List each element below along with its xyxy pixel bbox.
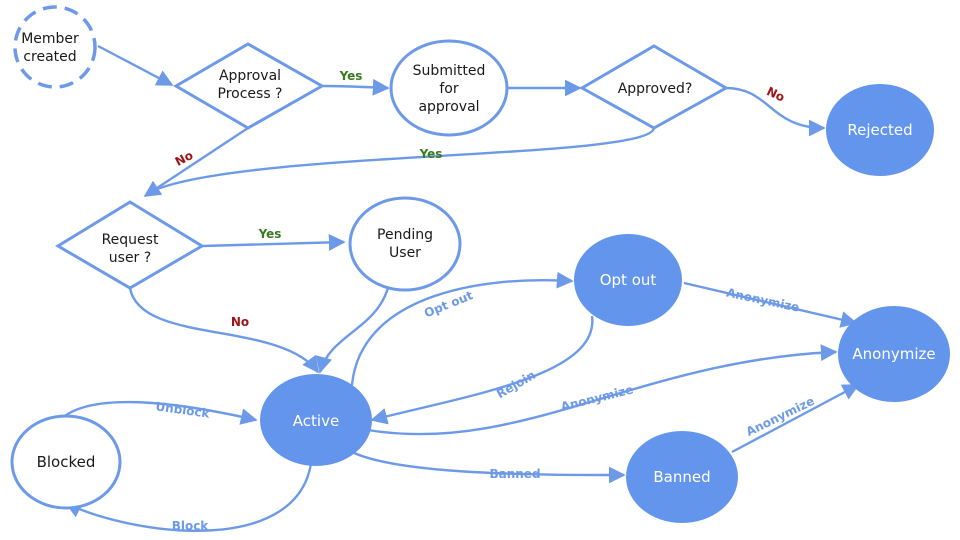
svg-text:Process ?: Process ?	[218, 86, 283, 102]
node-opt-out: Opt out	[574, 234, 682, 326]
svg-text:Active: Active	[293, 412, 339, 430]
svg-text:Request: Request	[102, 232, 159, 248]
svg-text:Member: Member	[21, 31, 79, 47]
edge-blocked-to-active	[61, 400, 258, 425]
svg-text:Opt out: Opt out	[600, 271, 657, 289]
edge-approval-to-request	[143, 126, 249, 198]
svg-text:created: created	[23, 49, 76, 65]
svg-text:user ?: user ?	[109, 250, 151, 266]
edge-approved-to-request	[149, 127, 656, 194]
node-rejected: Rejected	[826, 84, 934, 176]
node-anonymize: Anonymize	[838, 306, 950, 402]
edge-pending-to-active	[315, 287, 390, 374]
label-request-no: No	[231, 315, 249, 329]
label-approved-no: No	[764, 84, 786, 104]
node-blocked: Blocked	[10, 414, 122, 510]
label-anonymize-active: Anonymize	[559, 382, 634, 414]
node-member-created: Member created	[13, 5, 97, 89]
label-opt-out: Opt out	[422, 288, 475, 320]
edge-optout-to-anonymize	[683, 281, 858, 328]
svg-text:Approved?: Approved?	[618, 81, 693, 97]
edge-active-to-optout	[350, 271, 574, 386]
label-block: Block	[172, 519, 210, 533]
svg-text:for: for	[439, 81, 458, 97]
svg-text:Blocked: Blocked	[37, 453, 96, 471]
node-submitted-for-approval: Submitted for approval	[389, 39, 509, 137]
edge-banned-to-anonymize	[731, 383, 860, 454]
edge-member-to-approval	[97, 44, 174, 87]
node-pending-user: Pending User	[348, 196, 462, 292]
edge-request-to-pending	[201, 234, 346, 251]
node-approved: Approved?	[578, 44, 730, 130]
label-anonymize-optout: Anonymize	[725, 286, 800, 315]
svg-text:Pending: Pending	[377, 227, 433, 243]
edge-approved-to-rejected	[725, 86, 826, 137]
node-banned: Banned	[626, 431, 738, 523]
svg-text:User: User	[389, 245, 421, 261]
svg-text:Approval: Approval	[219, 68, 281, 84]
label-unblock: Unblock	[155, 399, 212, 421]
svg-text:Rejected: Rejected	[847, 121, 912, 139]
label-banned: Banned	[489, 467, 540, 481]
label-rejoin: Rejoin	[494, 368, 538, 401]
label-anonymize-banned: Anonymize	[744, 394, 817, 439]
svg-text:approval: approval	[418, 99, 479, 115]
svg-text:Banned: Banned	[653, 468, 710, 486]
label-approval-yes: Yes	[339, 69, 363, 83]
edges	[61, 44, 860, 532]
svg-text:Submitted: Submitted	[413, 63, 486, 79]
svg-text:Anonymize: Anonymize	[852, 345, 935, 363]
label-request-yes: Yes	[258, 227, 282, 241]
label-approved-yes: Yes	[419, 147, 443, 161]
edge-active-to-blocked	[64, 454, 314, 532]
node-approval-process: Approval Process ?	[173, 42, 326, 130]
node-request-user: Request user ?	[55, 200, 205, 290]
edge-active-to-anonymize	[367, 344, 838, 436]
edge-request-to-active	[128, 287, 319, 374]
node-active: Active	[260, 374, 372, 466]
edge-optout-to-active	[370, 315, 594, 425]
edge-approval-to-submitted	[321, 78, 390, 96]
edge-active-to-banned	[351, 450, 626, 484]
